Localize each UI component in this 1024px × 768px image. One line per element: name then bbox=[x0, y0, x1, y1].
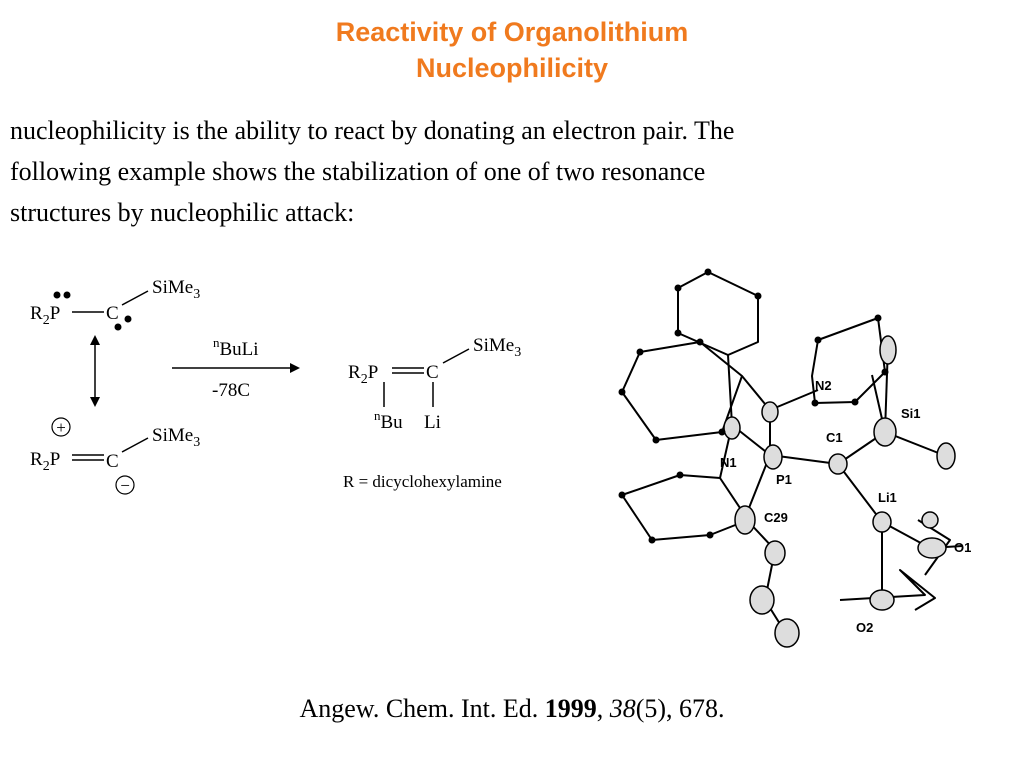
svg-text:−: − bbox=[120, 476, 130, 495]
reagent-label: nBuLi bbox=[213, 335, 259, 360]
r-definition: R = dicyclohexylamine bbox=[343, 472, 502, 491]
product-nbu: nBu bbox=[374, 408, 403, 433]
title-line-1: Reactivity of Organolithium bbox=[335, 17, 689, 47]
top-c: C bbox=[106, 303, 119, 324]
product-r: R2P bbox=[348, 362, 378, 387]
reaction-scheme: R2P C SiMe3 + R2P C SiMe3 − bbox=[30, 277, 521, 495]
bottom-sime3: SiMe3 bbox=[152, 425, 200, 450]
body-text: nucleophilicity is the ability to react … bbox=[10, 110, 1010, 233]
lone-pair-c-icon bbox=[114, 315, 132, 331]
reaction-arrow: nBuLi -78C bbox=[172, 335, 300, 401]
label-c29: C29 bbox=[764, 510, 788, 525]
body-line-3: structures by nucleophilic attack: bbox=[10, 198, 355, 227]
citation-journal: Angew. Chem. Int. Ed. bbox=[299, 694, 545, 723]
resonance-structure-bottom: + R2P C SiMe3 − bbox=[30, 417, 200, 495]
plus-charge-icon: + bbox=[51, 417, 71, 437]
body-line-2: following example shows the stabilizatio… bbox=[10, 157, 706, 186]
label-c1: C1 bbox=[826, 430, 843, 445]
label-p1: P1 bbox=[776, 472, 792, 487]
citation-year: 1999 bbox=[544, 694, 597, 723]
label-o2: O2 bbox=[856, 620, 873, 635]
bottom-c: C bbox=[106, 451, 119, 472]
label-o1: O1 bbox=[954, 540, 971, 555]
body-line-1: nucleophilicity is the ability to react … bbox=[10, 116, 735, 145]
lone-pair-p-icon bbox=[53, 291, 71, 299]
top-sime3: SiMe3 bbox=[152, 277, 200, 302]
minus-charge-icon: − bbox=[115, 475, 135, 495]
label-n2: N2 bbox=[815, 378, 832, 393]
citation-pages: (5), 678. bbox=[635, 694, 725, 723]
title-line-2: Nucleophilicity bbox=[415, 53, 609, 83]
label-n1: N1 bbox=[720, 455, 737, 470]
resonance-structure-top: R2P C SiMe3 bbox=[30, 277, 200, 331]
product-c: C bbox=[426, 362, 439, 383]
top-r: R2P bbox=[30, 303, 60, 328]
svg-text:+: + bbox=[56, 418, 66, 437]
label-si1: Si1 bbox=[901, 406, 921, 421]
crystal-structure-image: N1 N2 P1 C1 Si1 Li1 O1 O2 C29 bbox=[618, 268, 971, 648]
citation-volume: 38 bbox=[609, 694, 636, 723]
citation-sep: , bbox=[596, 694, 610, 723]
slide-title: Reactivity of Organolithium Nucleophilic… bbox=[0, 14, 1024, 86]
label-li1: Li1 bbox=[878, 490, 897, 505]
bottom-r: R2P bbox=[30, 449, 60, 474]
product-structure: R2P C SiMe3 nBu Li bbox=[348, 335, 521, 433]
product-li: Li bbox=[424, 412, 441, 433]
product-sime3: SiMe3 bbox=[473, 335, 521, 360]
temperature-label: -78C bbox=[212, 380, 250, 401]
citation: Angew. Chem. Int. Ed. 1999, 38(5), 678. bbox=[0, 691, 1024, 727]
resonance-arrow-icon bbox=[90, 335, 100, 407]
